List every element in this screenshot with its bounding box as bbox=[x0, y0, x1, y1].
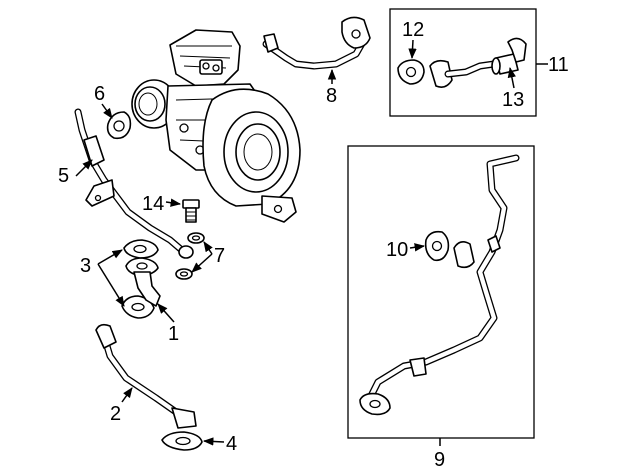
coolant-return-line-9 bbox=[359, 154, 520, 416]
callout-box-11 bbox=[389, 8, 537, 117]
callout-3: 3 bbox=[80, 255, 91, 277]
callout-7: 7 bbox=[214, 245, 225, 267]
callout-box-9 bbox=[347, 145, 535, 439]
callout-labels: 1 2 3 4 5 6 7 8 9 10 11 12 13 14 bbox=[58, 19, 569, 471]
coolant-pipe-in-box bbox=[429, 59, 498, 88]
bolt-14 bbox=[182, 199, 200, 223]
callout-10: 10 bbox=[386, 239, 408, 261]
callout-14: 14 bbox=[142, 193, 164, 215]
leader-lines bbox=[75, 39, 548, 446]
callout-6: 6 bbox=[94, 83, 105, 105]
gaskets-3 bbox=[121, 239, 159, 319]
coolant-tube-8 bbox=[262, 16, 371, 70]
hose-13 bbox=[491, 37, 527, 75]
gasket-4 bbox=[161, 431, 203, 451]
callout-4: 4 bbox=[226, 433, 237, 455]
callout-13: 13 bbox=[502, 89, 524, 111]
callout-9: 9 bbox=[434, 449, 445, 471]
gasket-6 bbox=[106, 111, 132, 140]
callout-5: 5 bbox=[58, 165, 69, 187]
callout-2: 2 bbox=[110, 403, 121, 425]
oil-return-tube bbox=[95, 323, 197, 429]
gasket-12 bbox=[397, 59, 425, 85]
callout-8: 8 bbox=[326, 85, 337, 107]
washers-7 bbox=[175, 232, 205, 280]
oil-feed-line bbox=[74, 108, 194, 259]
turbocharger bbox=[131, 29, 301, 223]
callout-1: 1 bbox=[168, 323, 179, 345]
gasket-10 bbox=[424, 230, 450, 262]
callout-11: 11 bbox=[548, 54, 569, 76]
callout-12: 12 bbox=[402, 19, 424, 41]
oil-return-fitting-1 bbox=[125, 257, 161, 307]
